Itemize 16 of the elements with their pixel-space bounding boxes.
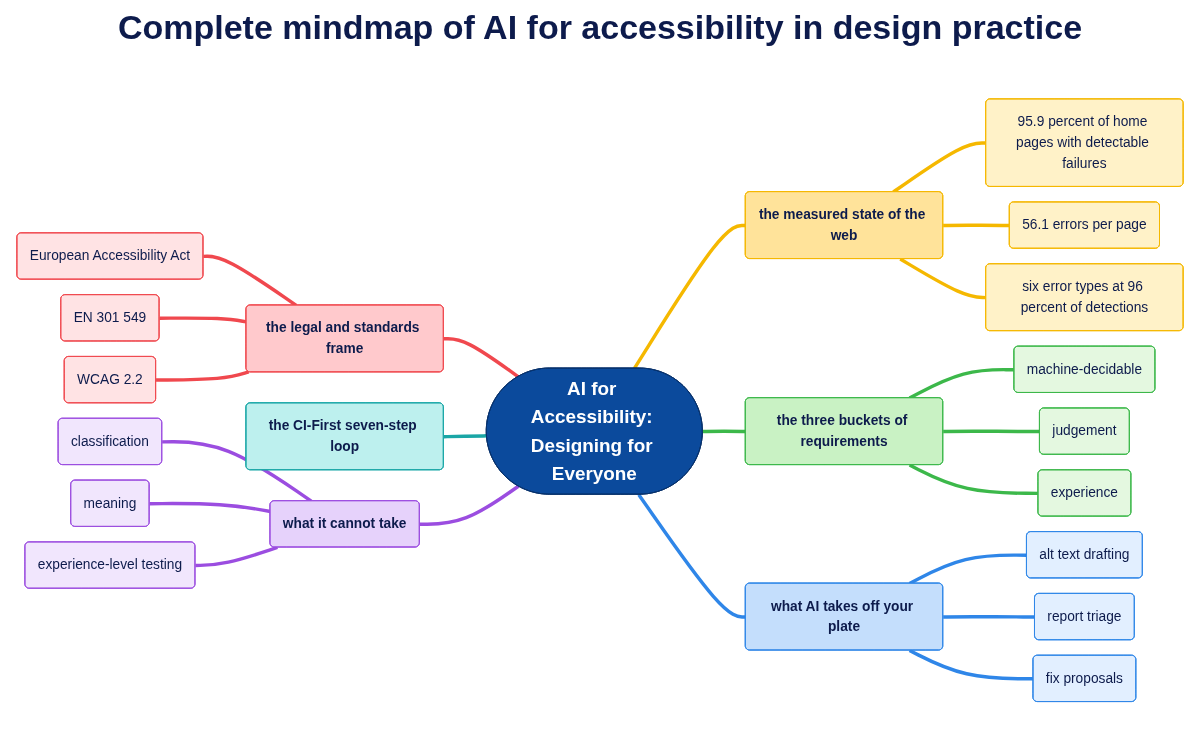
- connector: [637, 493, 746, 619]
- connector: [908, 463, 1039, 495]
- connector: [943, 223, 1010, 227]
- connector: [149, 501, 271, 513]
- connector: [443, 336, 520, 379]
- connector: [195, 545, 278, 567]
- connector: [156, 370, 250, 382]
- connector: [908, 648, 1034, 681]
- connector: [419, 484, 520, 526]
- connector: [702, 429, 746, 434]
- connector: [159, 316, 247, 324]
- connector: [899, 257, 987, 300]
- connector: [943, 614, 1035, 619]
- title: Complete mindmap of AI for accessibility in design practice: [116, 8, 1084, 47]
- connector: [943, 429, 1040, 434]
- connector: [443, 433, 487, 439]
